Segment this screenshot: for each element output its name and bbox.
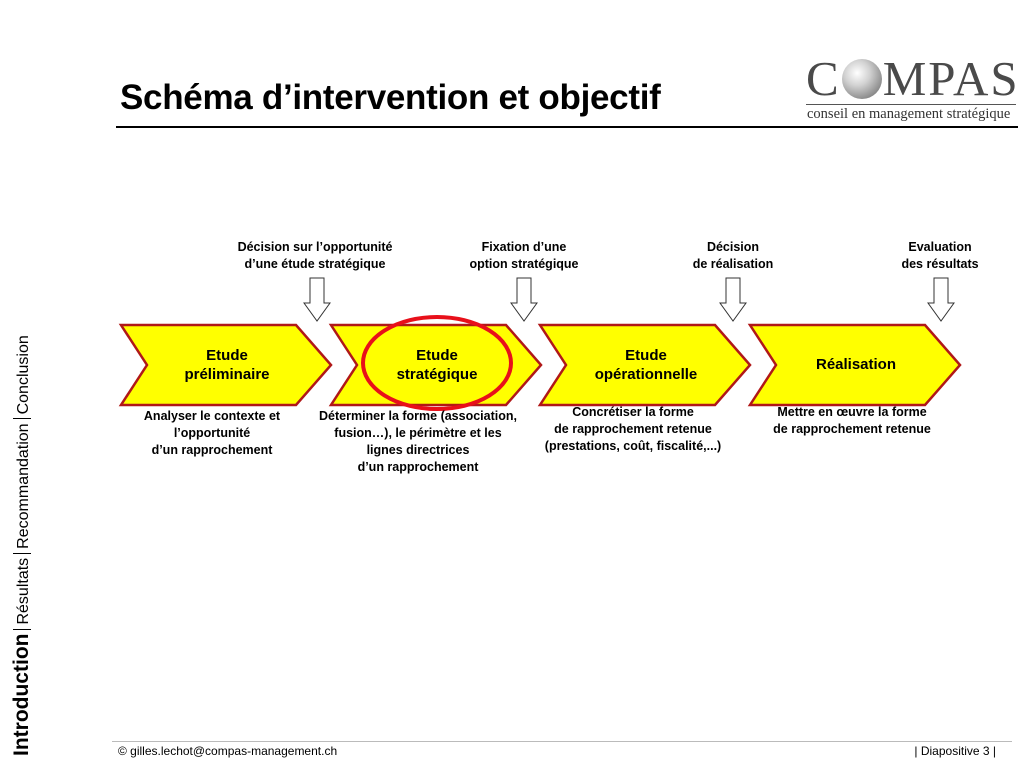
logo-tagline: conseil en management stratégique: [807, 106, 1011, 122]
phase-label-4: Réalisation: [815, 356, 897, 373]
logo-letter-c: C: [806, 51, 841, 106]
logo-divider: [806, 104, 1016, 105]
highlight-circle: [361, 315, 513, 411]
milestone-arrows: [303, 277, 955, 322]
title-divider: [116, 126, 1018, 128]
down-arrow-icon: [510, 277, 538, 322]
logo-ball-icon: [841, 59, 882, 99]
compas-logo: C MPAS conseil en management stratégique: [806, 54, 1020, 122]
footer-copyright: © gilles.lechot@compas-management.ch: [118, 744, 338, 758]
footer-slide-number: | Diapositive 3 |: [914, 744, 996, 758]
slide-title: Schéma d’intervention et objectif: [120, 78, 661, 117]
chevron-phase-2: [328, 323, 543, 407]
logo-letters-mpas: MPAS: [882, 51, 1020, 106]
footer-divider: [112, 741, 1012, 742]
phase-chevrons: [118, 323, 962, 407]
down-arrow-icon: [927, 277, 955, 322]
chevron-phase-1: [118, 323, 333, 407]
down-arrow-icon: [303, 277, 331, 322]
logo-wordmark: C MPAS: [806, 54, 1020, 103]
down-arrow-icon: [719, 277, 747, 322]
phase-description-2: Déterminer la forme (association,fusion……: [319, 409, 517, 474]
chevron-phase-4: [747, 323, 962, 407]
chevron-phase-3: [537, 323, 752, 407]
